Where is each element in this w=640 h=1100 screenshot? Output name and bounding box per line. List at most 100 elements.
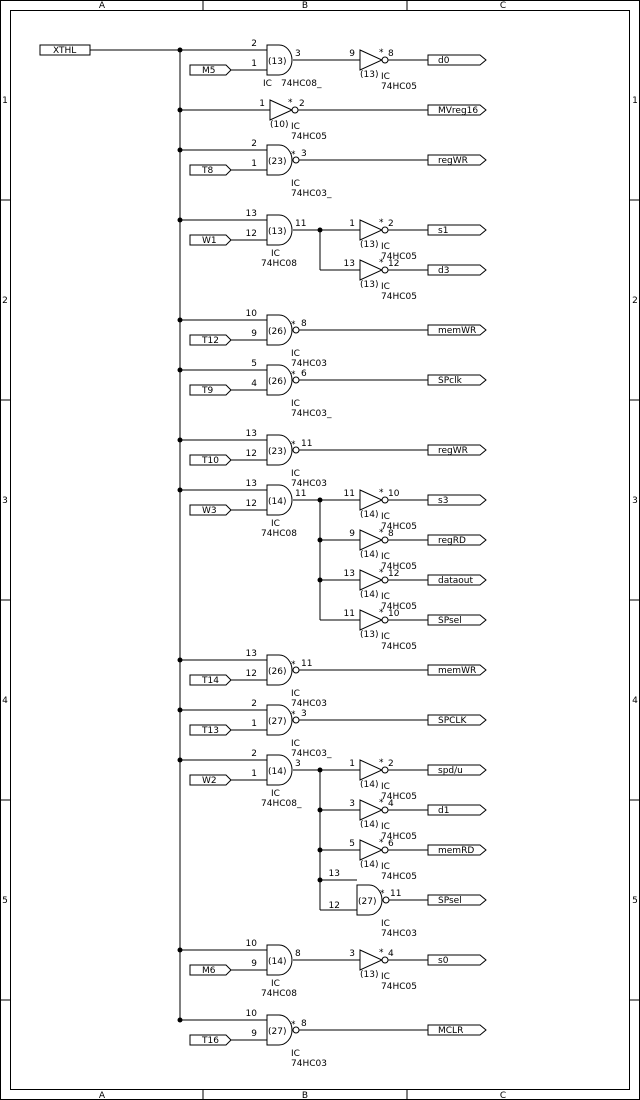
pin-number: 3 [349, 949, 355, 959]
open-drain-marker: * [291, 1020, 296, 1030]
gate-unit: (26) [268, 377, 286, 387]
pin-number: 10 [388, 609, 400, 619]
ic-label: IC [271, 249, 280, 259]
grid-col-label: C [500, 1, 506, 11]
output-port [427, 954, 487, 966]
inverter-gate [359, 799, 384, 821]
output-port-label: memWR [438, 666, 476, 676]
grid-row-label: 4 [2, 696, 8, 706]
pin-number: 11 [390, 889, 401, 899]
pin-number: 1 [349, 759, 355, 769]
pin-number: 11 [295, 219, 306, 229]
inverter-gate [359, 259, 384, 281]
output-port-label: memRD [438, 846, 474, 856]
output-port [427, 664, 487, 676]
pin-number: 6 [388, 839, 394, 849]
pin-number: 2 [388, 219, 394, 229]
grid-col-label: A [99, 1, 106, 11]
output-port-label: d3 [438, 266, 449, 276]
control-input-label: T10 [201, 456, 219, 466]
open-drain-marker: * [379, 488, 384, 498]
pin-number: 12 [246, 229, 257, 239]
gate-unit: (23) [268, 157, 286, 167]
output-port [427, 444, 487, 456]
pin-number: 5 [251, 359, 257, 369]
control-input-port [189, 454, 232, 466]
grid-row-label: 3 [632, 496, 638, 506]
ic-label: IC [271, 979, 280, 989]
gate-unit: (27) [268, 1027, 286, 1037]
output-port [427, 534, 487, 546]
open-drain-marker: * [379, 568, 384, 578]
pin-number: 12 [246, 499, 257, 509]
ic-label: IC [291, 1049, 300, 1059]
part-label: 74HC05 [381, 562, 417, 572]
pin-number: 10 [388, 489, 400, 499]
pin-number: 10 [246, 939, 258, 949]
output-port-label: s3 [438, 496, 448, 506]
output-port-label: SPclk [438, 376, 463, 386]
open-drain-marker: * [379, 528, 384, 538]
grid-col-label: C [500, 1091, 506, 1100]
nand-gate [266, 434, 293, 466]
pin-number: 13 [246, 209, 257, 219]
part-label: 74HC05 [381, 792, 417, 802]
ic-label: IC [381, 552, 390, 562]
output-port-label: MCLR [438, 1026, 463, 1036]
control-input-port [189, 64, 232, 76]
control-input-label: W3 [202, 506, 217, 516]
output-port [427, 104, 487, 116]
output-port-label: MVreg16 [438, 106, 478, 116]
part-label: 74HC03_ [291, 189, 332, 199]
grid-row-label: 1 [632, 96, 638, 106]
pin-number: 2 [251, 39, 257, 49]
part-label: 74HC08 [261, 989, 297, 999]
part-label: 74HC03 [291, 359, 327, 369]
inverter-gate [359, 609, 384, 631]
pin-number: 13 [246, 479, 257, 489]
part-label: 74HC05 [381, 982, 417, 992]
pin-number: 1 [251, 59, 257, 69]
control-input-label: T16 [201, 1036, 219, 1046]
ic-label: IC [381, 862, 390, 872]
gate-unit: (26) [268, 327, 286, 337]
output-port-label: s1 [438, 226, 448, 236]
ic-label: IC [291, 179, 300, 189]
open-drain-marker: * [288, 98, 293, 108]
pin-number: 1 [259, 99, 265, 109]
inversion-bubble [291, 106, 299, 114]
pin-number: 13 [344, 259, 355, 269]
pin-number: 9 [251, 1029, 257, 1039]
pin-number: 1 [251, 719, 257, 729]
pin-number: 3 [301, 709, 307, 719]
open-drain-marker: * [379, 758, 384, 768]
inverter-gate [359, 569, 384, 591]
junction-dot [177, 317, 183, 323]
part-label: 74HC03 [291, 1059, 327, 1069]
grid-row-label: 1 [2, 96, 8, 106]
nand-gate [266, 314, 293, 346]
nand-gate [266, 364, 293, 396]
control-input-label: W2 [202, 776, 217, 786]
pin-number: 11 [301, 439, 312, 449]
control-input-port [189, 1034, 232, 1046]
pin-number: 2 [251, 749, 257, 759]
part-label: 74HC03 [291, 699, 327, 709]
inverter-gate [359, 759, 384, 781]
part-label: 74HC03_ [291, 749, 332, 759]
pin-number: 8 [388, 529, 394, 539]
junction-dot [177, 657, 183, 663]
gate-unit: (13) [360, 240, 378, 250]
output-port-label: dataout [438, 576, 473, 586]
part-label: 74HC05 [381, 642, 417, 652]
gate-unit: (14) [360, 510, 378, 520]
nand-gate [266, 704, 293, 736]
output-port [427, 224, 487, 236]
control-input-label: T9 [201, 386, 213, 396]
open-drain-marker: * [379, 608, 384, 618]
open-drain-marker: * [379, 948, 384, 958]
pin-number: 12 [388, 259, 399, 269]
output-port-label: d1 [438, 806, 449, 816]
ic-label: IC [263, 79, 272, 89]
pin-number: 13 [246, 429, 257, 439]
